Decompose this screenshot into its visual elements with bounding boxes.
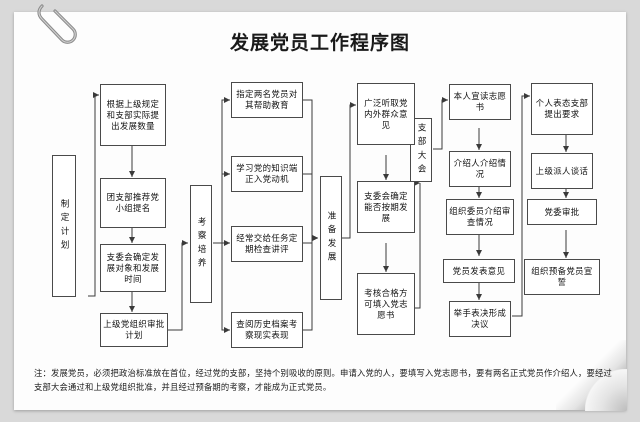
node-opinions: 广泛听取党内外群众意见 bbox=[357, 83, 415, 145]
node-decide-dev: 支委会确定能否按期发展 bbox=[357, 181, 415, 233]
node-quota: 根据上级规定和支部实际提出发展数量 bbox=[100, 84, 166, 146]
node-read-vow: 本人宣读志愿书 bbox=[449, 84, 511, 120]
stage-box-branch-meeting: 支部大会 bbox=[410, 118, 432, 182]
stage-label-prepare: 准备发展 bbox=[326, 210, 336, 266]
node-oath: 组织预备党员宣誓 bbox=[524, 259, 600, 295]
stage-box-train: 考察培养 bbox=[190, 185, 212, 303]
node-introducer: 介绍人介绍情况 bbox=[449, 151, 511, 187]
node-superior: 上级派人谈话 bbox=[531, 153, 593, 189]
paperclip-icon bbox=[37, 4, 77, 44]
node-vote: 举手表决形成决议 bbox=[449, 301, 511, 337]
node-org-member: 组织委员介绍审查情况 bbox=[446, 199, 514, 235]
node-committee: 支委会确定发展对象和发展时间 bbox=[100, 244, 166, 292]
node-archives: 查阅历史档案考察现实表现 bbox=[231, 312, 303, 348]
stage-label-train: 考察培养 bbox=[196, 216, 206, 272]
stage-label-plan: 制定计划 bbox=[59, 198, 69, 254]
node-study: 学习党的知识端正入党动机 bbox=[231, 156, 303, 192]
node-approve-plan: 上级党组织审批计划 bbox=[100, 313, 168, 347]
stage-label-branch-meeting: 支部大会 bbox=[416, 122, 426, 178]
stage-box-prepare: 准备发展 bbox=[320, 176, 342, 300]
node-two-members: 指定两名党员对其帮助教育 bbox=[231, 82, 303, 118]
stage-box-plan: 制定计划 bbox=[52, 155, 76, 297]
node-qualified: 考核合格方可填入党志愿书 bbox=[357, 273, 415, 335]
node-personal: 个人表态支部提出要求 bbox=[531, 83, 593, 135]
footnote: 注：发展党员，必须把政治标准放在首位，经过党的支部，坚持个别吸收的原则。申请入党… bbox=[34, 368, 612, 392]
node-tasks: 经常交给任务定期检查讲评 bbox=[231, 226, 303, 262]
node-recommend: 团支部推荐党小组提名 bbox=[100, 178, 166, 228]
node-party-approval: 党委审批 bbox=[527, 199, 597, 225]
page-title: 发展党员工作程序图 bbox=[229, 32, 410, 54]
node-member-views: 党员发表意见 bbox=[443, 259, 515, 283]
